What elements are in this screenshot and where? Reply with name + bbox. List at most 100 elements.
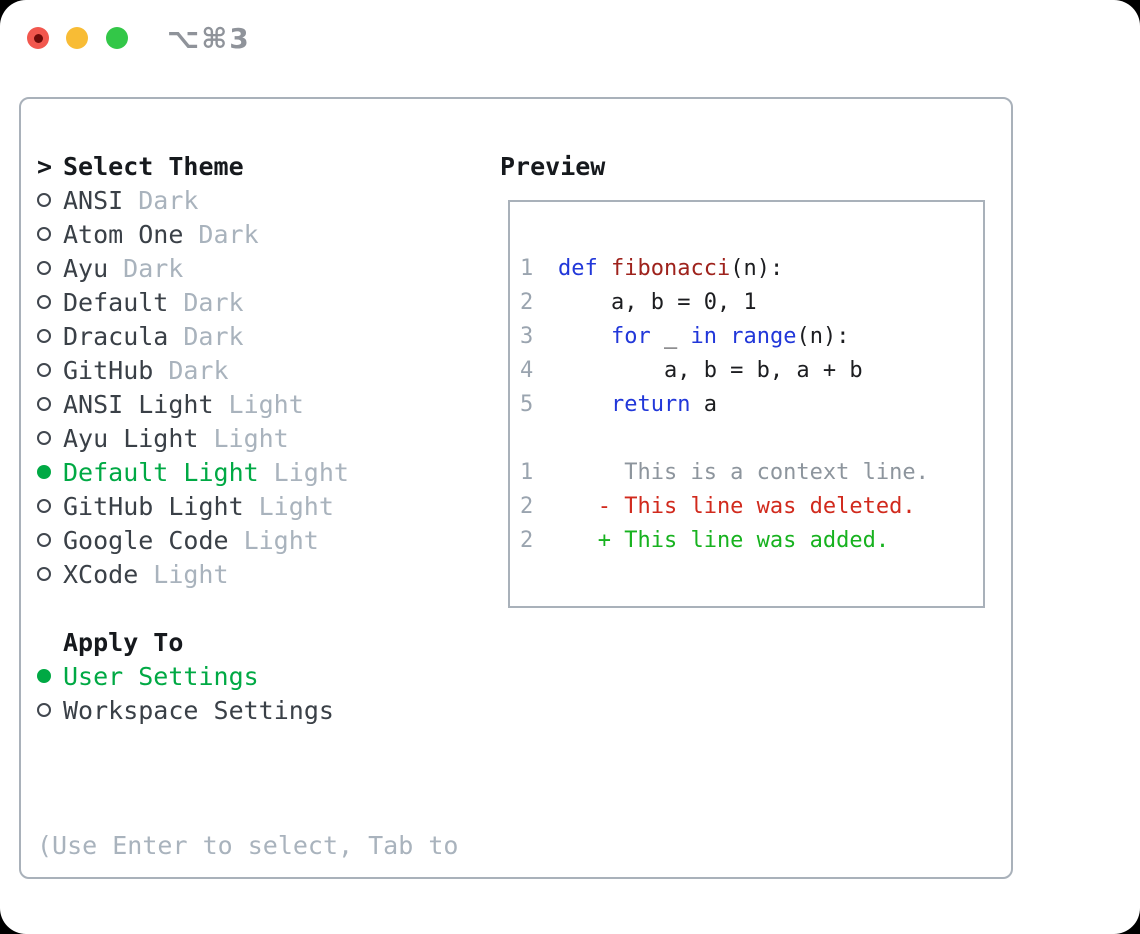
radio-unselected-icon — [37, 499, 51, 513]
code-token — [598, 256, 611, 281]
marker-cell — [37, 499, 63, 513]
apply-to-title: Apply To — [63, 627, 184, 657]
titlebar: ⌥⌘3 — [0, 0, 1140, 76]
line-number: 4 — [520, 357, 534, 383]
marker-cell — [37, 227, 63, 241]
radio-unselected-icon — [37, 397, 51, 411]
preview-title: Preview — [500, 151, 606, 181]
zoom-button[interactable] — [106, 27, 128, 49]
code-line: 4 a, b = b, a + b — [520, 353, 929, 387]
cursor-icon: > — [37, 151, 53, 181]
theme-name: XCode — [63, 559, 139, 589]
code-token: range — [730, 323, 797, 349]
theme-item[interactable]: XCode Light — [37, 557, 458, 591]
apply-option[interactable]: Workspace Settings — [37, 693, 458, 727]
theme-item[interactable]: ANSI Light Light — [37, 387, 458, 421]
apply-option[interactable]: User Settings — [37, 659, 458, 693]
theme-item[interactable]: Ayu Dark — [37, 251, 458, 285]
apply-option-label: User Settings — [63, 661, 259, 691]
marker-cell — [37, 397, 63, 411]
code-line: 5 return a — [520, 387, 929, 421]
theme-name: Default Light — [63, 457, 259, 487]
code-token: - This line was deleted. — [558, 493, 916, 519]
theme-variant: Light — [228, 389, 304, 419]
line-number: 1 — [520, 255, 534, 281]
apply-to-header: Apply To — [37, 625, 458, 659]
marker-cell — [37, 669, 63, 683]
theme-name: Atom One — [63, 219, 184, 249]
theme-variant: Dark — [183, 287, 244, 317]
select-theme-header: > Select Theme — [37, 149, 458, 183]
theme-name: Default — [63, 287, 169, 317]
marker-cell — [37, 567, 63, 581]
line-number: 3 — [520, 323, 534, 349]
code-token — [558, 392, 611, 417]
code-token: _ — [650, 323, 691, 349]
diff-context-line: 1 This is a context line. — [520, 455, 929, 489]
code-token: (n): — [730, 255, 784, 281]
radio-unselected-icon — [37, 431, 51, 445]
diff-deleted-line: 2 - This line was deleted. — [520, 489, 929, 523]
theme-name: Ayu Light — [63, 423, 199, 453]
marker-cell — [37, 431, 63, 445]
theme-item[interactable]: Dracula Dark — [37, 319, 458, 353]
code-token: in — [690, 323, 717, 349]
radio-selected-icon — [37, 669, 51, 683]
help-text: (Use Enter to select, Tab to change focu… — [37, 761, 458, 934]
theme-item[interactable]: Default Dark — [37, 285, 458, 319]
line-number: 1 — [520, 459, 534, 485]
line-number: 2 — [520, 289, 534, 315]
theme-item[interactable]: Ayu Light Light — [37, 421, 458, 455]
theme-name: ANSI Light — [63, 389, 214, 419]
marker-cell — [37, 465, 63, 479]
theme-variant: Dark — [138, 185, 199, 215]
theme-variant: Light — [153, 559, 229, 589]
code-token: return — [610, 391, 691, 417]
theme-variant: Dark — [168, 355, 229, 385]
code-token: fibonacci — [611, 255, 731, 281]
code-token: def — [558, 255, 598, 281]
code-token: a, b = 0, 1 — [558, 289, 757, 315]
code-line: 1 def fibonacci(n): — [520, 251, 929, 285]
minimize-button[interactable] — [66, 27, 88, 49]
apply-option-label: Workspace Settings — [63, 695, 334, 725]
line-number: 2 — [520, 527, 534, 553]
theme-name: Dracula — [63, 321, 169, 351]
radio-unselected-icon — [37, 533, 51, 547]
radio-unselected-icon — [37, 261, 51, 275]
theme-variant: Dark — [123, 253, 184, 283]
theme-name: GitHub — [63, 355, 154, 385]
spacer — [37, 591, 458, 625]
theme-variant: Light — [258, 491, 334, 521]
code-token: This is a context line. — [558, 459, 929, 485]
marker-cell — [37, 295, 63, 309]
line-number: 5 — [520, 391, 534, 417]
theme-name: Google Code — [63, 525, 229, 555]
diff-added-line: 2 + This line was added. — [520, 523, 929, 557]
marker-cell — [37, 193, 63, 207]
theme-item[interactable]: GitHub Dark — [37, 353, 458, 387]
marker-cell — [37, 703, 63, 717]
code-token: (n): — [796, 323, 850, 349]
theme-variant: Dark — [183, 321, 244, 351]
theme-name: Ayu — [63, 253, 109, 283]
marker-cell — [37, 363, 63, 377]
spacer — [37, 727, 458, 761]
close-button[interactable] — [27, 27, 49, 49]
theme-variant: Light — [213, 423, 289, 453]
line-number: 2 — [520, 493, 534, 519]
code-token: a — [690, 391, 717, 417]
select-theme-title: Select Theme — [63, 151, 244, 181]
code-token: for — [610, 323, 651, 349]
marker-cell — [37, 533, 63, 547]
